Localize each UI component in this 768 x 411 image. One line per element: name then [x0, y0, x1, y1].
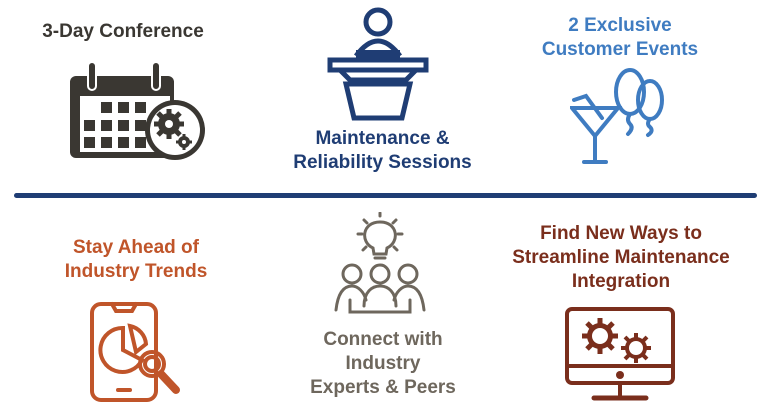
calendar-gear-icon	[70, 61, 205, 160]
podium-speaker-icon	[327, 7, 429, 121]
feature-title-line: Connect with	[323, 329, 443, 350]
feature-title-line: Reliability Sessions	[293, 152, 472, 173]
feature-title-line: Stay Ahead of	[73, 237, 199, 258]
feature-title-line: Streamline Maintenance	[512, 247, 730, 268]
phone-chart-search-icon	[90, 302, 180, 402]
feature-title-line: 2 Exclusive	[568, 15, 672, 36]
monitor-gears-icon	[565, 307, 675, 401]
section-divider	[14, 193, 757, 198]
feature-title-line: Customer Events	[541, 39, 699, 60]
feature-title: Connect with Industry Experts & Peers	[278, 328, 488, 400]
feature-title: 3-Day Conference	[18, 20, 228, 44]
feature-title-text: 3-Day Conference	[42, 21, 204, 42]
feature-title: Maintenance & Reliability Sessions	[280, 127, 485, 175]
feature-title-line: Maintenance &	[315, 128, 450, 149]
feature-title-line: Industry Trends	[64, 261, 208, 282]
feature-title-line: Find New Ways to	[540, 223, 702, 244]
feature-title-line: Industry	[345, 353, 421, 374]
feature-title: Stay Ahead of Industry Trends	[36, 236, 236, 284]
feature-title-line: Experts & Peers	[310, 377, 456, 398]
cocktail-balloons-icon	[570, 68, 664, 164]
team-lightbulb-icon	[334, 212, 426, 314]
feature-title: 2 Exclusive Customer Events	[520, 14, 720, 62]
feature-title-line: Integration	[571, 271, 671, 292]
feature-title: Find New Ways to Streamline Maintenance …	[496, 222, 746, 294]
